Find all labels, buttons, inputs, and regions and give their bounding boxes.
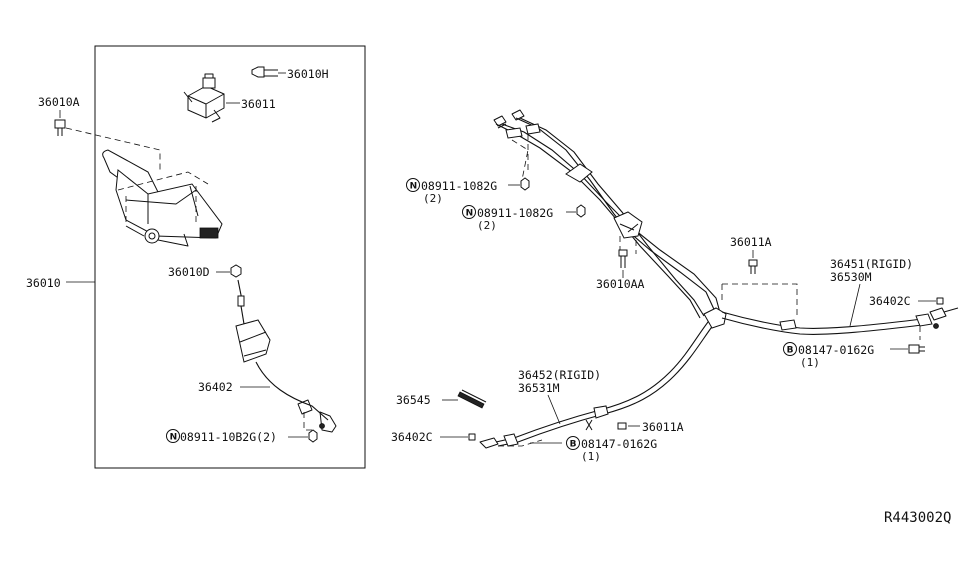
svg-text:N: N <box>170 433 178 443</box>
svg-text:B: B <box>787 346 794 356</box>
nut-icon <box>230 264 242 278</box>
label-36010d: 36010D <box>168 265 210 279</box>
parking-brake-lever-icon <box>102 149 223 247</box>
label-08911-a: 08911-1082G <box>421 179 497 193</box>
clip-icon <box>251 66 278 78</box>
cable-icon <box>235 279 337 433</box>
label-36545: 36545 <box>396 393 431 407</box>
cable-icon <box>479 109 959 449</box>
svg-text:N: N <box>410 182 418 192</box>
label-08911-b: 08911-1082G <box>477 206 553 220</box>
assembly-frame <box>94 45 366 469</box>
bolt-icon <box>618 249 628 268</box>
label-36010a: 36010A <box>38 95 80 109</box>
label-08147-left: 08147-0162G <box>581 437 657 451</box>
label-08147-right: 08147-0162G <box>798 343 874 357</box>
label-36011a-top: 36011A <box>730 235 772 249</box>
label-36010aa: 36010AA <box>596 277 645 291</box>
heat-insulator-icon <box>457 389 487 409</box>
switch-icon <box>183 73 225 123</box>
bolt-icon <box>617 422 627 430</box>
label-08147-left-qty: (1) <box>581 450 601 463</box>
svg-text:B: B <box>570 440 577 450</box>
label-36402c-left: 36402C <box>391 430 433 444</box>
label-36011a-bottom: 36011A <box>642 420 684 434</box>
bolt-icon <box>54 119 66 136</box>
label-36451: 36451(RIGID) <box>830 257 913 271</box>
svg-text:N: N <box>466 209 474 219</box>
label-36452: 36452(RIGID) <box>518 368 601 382</box>
label-36402-left: 36402 <box>198 380 233 394</box>
label-08911-a-qty: (2) <box>423 192 443 205</box>
label-36010: 36010 <box>26 276 61 290</box>
label-08911-b-qty: (2) <box>477 219 497 232</box>
label-36011: 36011 <box>241 97 276 111</box>
label-36010h: 36010H <box>287 67 329 81</box>
diagram-reference-code: R443002Q <box>884 510 951 526</box>
label-36530m: 36530M <box>830 270 872 284</box>
bolt-icon <box>748 259 758 274</box>
label-08911-left: 08911-10B2G(2) <box>180 430 277 444</box>
label-36402c-right: 36402C <box>869 294 911 308</box>
label-08147-right-qty: (1) <box>800 356 820 369</box>
label-36531m: 36531M <box>518 381 560 395</box>
